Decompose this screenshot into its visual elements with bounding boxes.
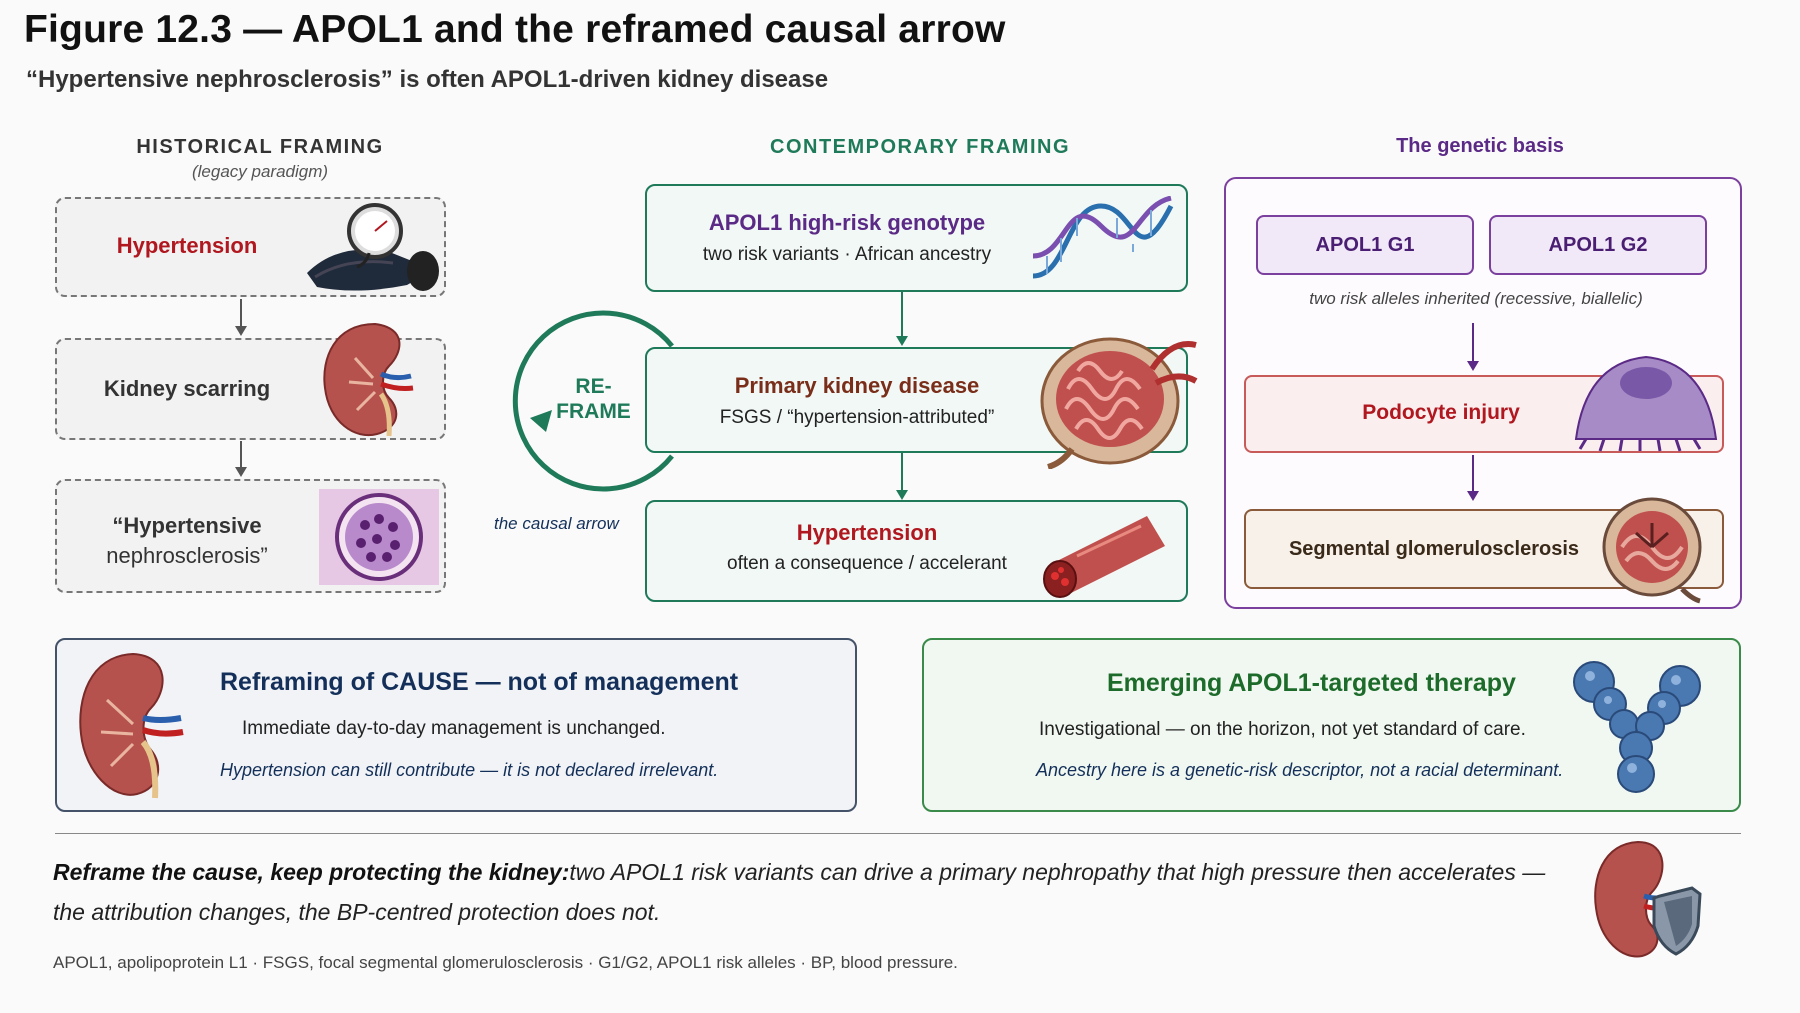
hypertensive-label: “Hypertensive bbox=[112, 513, 262, 538]
gen-arrow-1-head bbox=[1467, 361, 1479, 371]
reframe-line1: RE- bbox=[575, 375, 612, 398]
therapy-note: Ancestry here is a genetic-risk descript… bbox=[1036, 760, 1564, 780]
contemporary-box-genotype: APOL1 high-risk genotype two risk varian… bbox=[645, 184, 1188, 292]
contemporary-box-primary-disease: Primary kidney disease FSGS / “hypertens… bbox=[645, 337, 1198, 469]
allele-g1: APOL1 G1 bbox=[1256, 215, 1474, 275]
historical-box-kidney-scarring: Kidney scarring bbox=[55, 322, 446, 440]
allele-g2: APOL1 G2 bbox=[1489, 215, 1707, 275]
genetic-heading: The genetic basis bbox=[1396, 135, 1564, 157]
hist-arrow-2-head bbox=[235, 467, 247, 477]
historical-box-nephrosclerosis: “Hypertensive nephrosclerosis” bbox=[55, 479, 446, 593]
gen-arrow-1 bbox=[1472, 323, 1474, 363]
kidney-icon-management bbox=[79, 652, 184, 799]
blood-pressure-cuff-icon bbox=[307, 203, 439, 291]
primary-disease-sub: FSGS / “hypertension-attributed” bbox=[719, 407, 995, 428]
cont-arrow-1 bbox=[901, 292, 903, 340]
sclerosis-label: Segmental glomerulosclerosis bbox=[1288, 538, 1580, 560]
figure-subtitle: “Hypertensive nephrosclerosis” is often … bbox=[26, 66, 829, 93]
management-panel: Reframing of CAUSE — not of management I… bbox=[55, 638, 857, 812]
hist-arrow-1-head bbox=[235, 326, 247, 336]
management-title: Reframing of CAUSE — not of management bbox=[220, 668, 739, 696]
reframe-label: RE- FRAME bbox=[551, 374, 636, 424]
antibody-icon bbox=[1573, 661, 1701, 793]
gen-arrow-2-head bbox=[1467, 491, 1479, 501]
reframe-line2: FRAME bbox=[556, 400, 631, 423]
contemporary-heading: CONTEMPORARY FRAMING bbox=[770, 136, 1070, 158]
contemporary-box-hypertension: Hypertension often a consequence / accel… bbox=[645, 500, 1188, 602]
sclerosis-box: Segmental glomerulosclerosis bbox=[1244, 497, 1724, 604]
glomerulus-icon bbox=[1040, 337, 1198, 469]
primary-disease-title: Primary kidney disease bbox=[734, 373, 980, 398]
inherit-note: two risk alleles inherited (recessive, b… bbox=[1309, 289, 1643, 308]
cont-arrow-1-head bbox=[896, 336, 908, 346]
therapy-panel: Emerging APOL1-targeted therapy Investig… bbox=[922, 638, 1741, 812]
kidney-icon bbox=[323, 322, 414, 437]
genetic-panel: APOL1 G1 APOL1 G2 two risk alleles inher… bbox=[1224, 177, 1742, 609]
nephrosclerosis-label: nephrosclerosis” bbox=[106, 543, 268, 568]
histology-icon bbox=[319, 489, 439, 585]
therapy-line: Investigational — on the horizon, not ye… bbox=[1039, 719, 1526, 740]
historical-box-hypertension: Hypertension bbox=[55, 197, 446, 297]
sclerosed-glomerulus-icon bbox=[1602, 497, 1702, 604]
hypertension-label: Hypertension bbox=[116, 233, 258, 258]
hist-arrow-1 bbox=[240, 299, 242, 326]
consequence-title: Hypertension bbox=[796, 520, 938, 545]
podocyte-cell-icon bbox=[1574, 355, 1718, 452]
historical-heading: HISTORICAL FRAMING bbox=[136, 136, 384, 158]
therapy-title: Emerging APOL1-targeted therapy bbox=[1107, 669, 1516, 697]
dna-helix-icon bbox=[1032, 196, 1174, 279]
genotype-sub: two risk variants · African ancestry bbox=[702, 244, 992, 265]
hist-arrow-2 bbox=[240, 441, 242, 467]
consequence-sub: often a consequence / accelerant bbox=[727, 553, 1007, 574]
abbreviations-footnote: APOL1, apolipoprotein L1 · FSGS, focal s… bbox=[53, 953, 958, 972]
blood-vessel-icon bbox=[1043, 516, 1165, 598]
summary-body: two APOL1 risk variants can drive a prim… bbox=[53, 859, 1546, 925]
genotype-title: APOL1 high-risk genotype bbox=[708, 210, 986, 235]
podocyte-label: Podocyte injury bbox=[1362, 401, 1520, 424]
gen-arrow-2 bbox=[1472, 455, 1474, 493]
podocyte-box: Podocyte injury bbox=[1244, 355, 1724, 453]
cont-arrow-2 bbox=[901, 453, 903, 494]
section-divider bbox=[55, 833, 1741, 834]
reframe-cycle-icon bbox=[512, 310, 674, 492]
figure-title: Figure 12.3 — APOL1 and the reframed cau… bbox=[24, 8, 1006, 51]
kidney-shield-icon bbox=[1594, 840, 1702, 958]
management-note: Hypertension can still contribute — it i… bbox=[220, 760, 719, 780]
historical-subheading: (legacy paradigm) bbox=[191, 162, 329, 181]
summary-bold: Reframe the cause, keep protecting the k… bbox=[53, 859, 570, 885]
cont-arrow-2-head bbox=[896, 490, 908, 500]
summary-text: Reframe the cause, keep protecting the k… bbox=[53, 852, 1583, 932]
causal-arrow-label: the causal arrow bbox=[494, 514, 619, 533]
kidney-scarring-label: Kidney scarring bbox=[103, 376, 271, 401]
management-line: Immediate day-to-day management is uncha… bbox=[242, 718, 666, 739]
